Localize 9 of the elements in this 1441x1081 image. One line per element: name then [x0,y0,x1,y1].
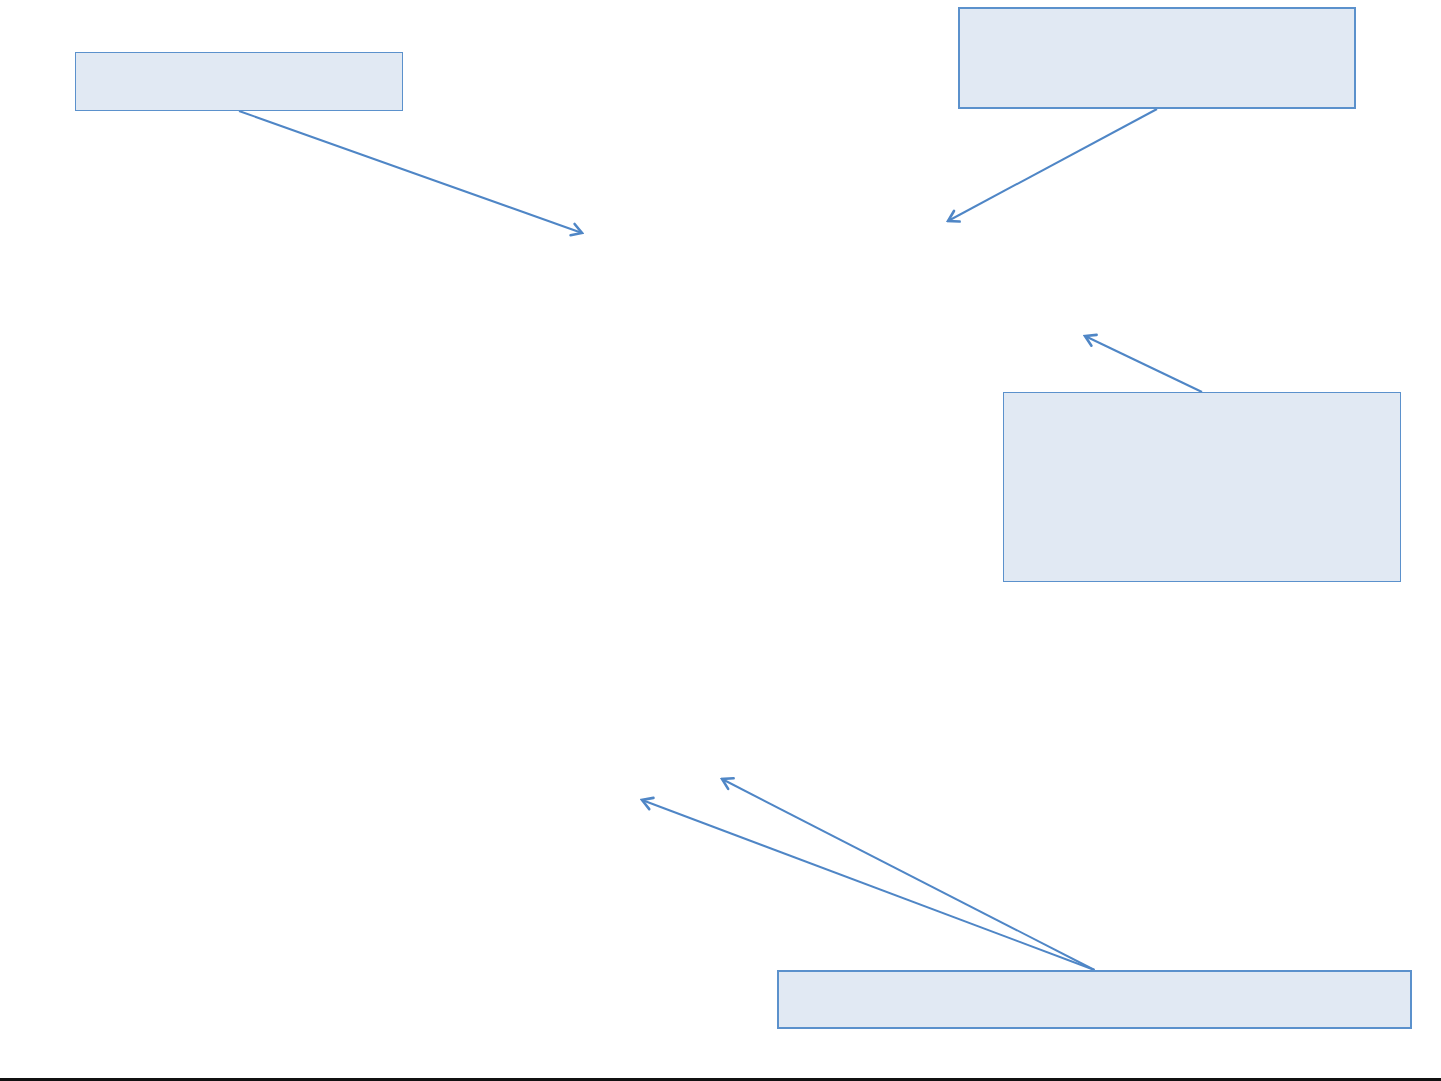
callout-box [958,7,1356,109]
arrow [1083,333,1203,393]
arrow [238,110,584,237]
arrow [640,796,1096,971]
arrow [946,108,1158,223]
callout-box [1003,392,1401,582]
arrow [720,776,1096,971]
callout-box [75,52,403,111]
callout-box [777,970,1412,1029]
